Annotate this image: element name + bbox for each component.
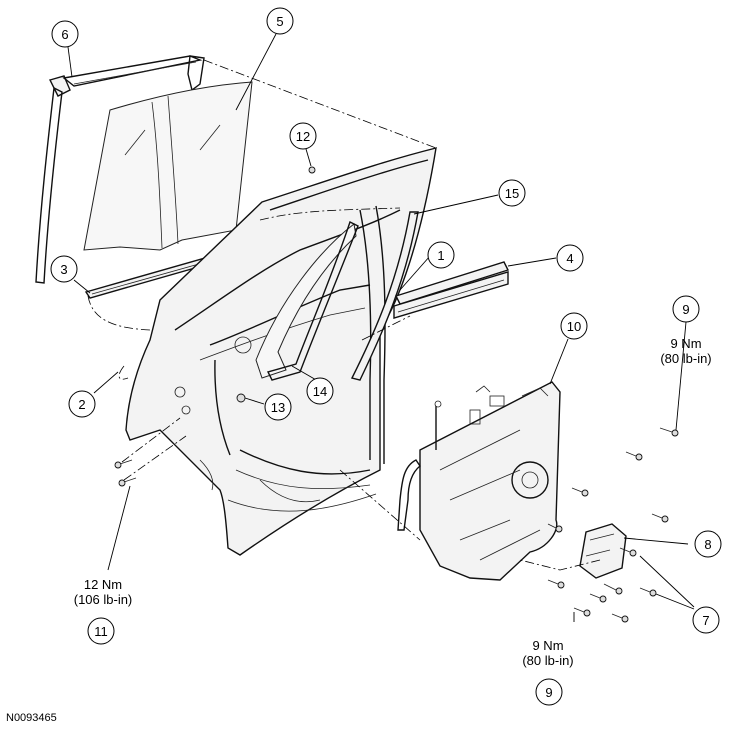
fastener-bolts [114,427,679,623]
callout-12: 12 [289,122,317,150]
svg-text:6: 6 [61,27,68,42]
svg-text:12 Nm: 12 Nm [84,577,122,592]
callout-10: 10 [560,312,588,340]
regulator-motor-part-8 [579,523,627,579]
callout-11: 11 [87,617,115,645]
callout-13: 13 [264,393,292,421]
bolt [571,487,589,497]
svg-text:4: 4 [566,251,573,266]
callout-9-top: 9 [672,295,700,323]
bolt [651,513,669,523]
svg-text:9 Nm: 9 Nm [670,336,701,351]
bolt [619,547,637,557]
callout-15: 14 [306,377,334,405]
bolt [603,583,623,595]
bolt [547,523,563,533]
callout-3: 3 [50,255,78,283]
callout-4: 4 [556,244,584,272]
bolt [547,579,565,589]
svg-text:14: 14 [313,384,327,399]
bolt [611,613,629,623]
rear-belt-molding-part-1 [395,261,509,305]
bolt [114,459,133,469]
svg-text:(80 lb-in): (80 lb-in) [660,351,711,366]
svg-text:(80 lb-in): (80 lb-in) [522,653,573,668]
svg-text:12: 12 [296,129,310,144]
svg-text:7: 7 [702,613,709,628]
bolt [589,593,607,603]
door-shell [125,147,437,556]
callout-6: 6 [51,20,79,48]
callout-5: 5 [266,7,294,35]
callout-7: 7 [692,606,720,634]
svg-text:10: 10 [567,319,581,334]
fixed-glass-part-15 [255,221,359,381]
figure-id: N0093465 [6,712,57,724]
svg-text:(106 lb-in): (106 lb-in) [74,592,133,607]
door-glass-part-5 [83,81,253,251]
division-bar-part-14 [350,211,419,381]
svg-text:5: 5 [276,14,283,29]
svg-text:8: 8 [704,537,711,552]
callout-9-bottom: 9 [535,678,563,706]
torque-spec-9-top: 9 Nm (80 lb-in) [660,336,711,366]
svg-text:9: 9 [545,685,552,700]
window-regulator-part-10 [397,381,561,581]
alignment-lines [87,59,601,571]
svg-text:13: 13 [271,400,285,415]
screw-part-12 [308,166,316,174]
callout-2: 2 [68,390,96,418]
torque-spec-11: 12 Nm (106 lb-in) [74,577,133,607]
glass-run-channel-part-6 [35,55,205,284]
leader-lines [67,33,695,622]
callout-1: 1 [427,241,455,269]
outer-belt-part-4 [393,271,509,319]
svg-text:2: 2 [78,397,85,412]
svg-text:9: 9 [682,302,689,317]
torque-spec-9-bottom: 9 Nm (80 lb-in) [522,638,573,668]
svg-text:3: 3 [60,262,67,277]
bolt [639,587,657,597]
clip-part-13 [236,393,246,403]
svg-text:15: 15 [505,186,519,201]
svg-text:11: 11 [94,624,108,639]
bolt [625,451,643,461]
bolt [659,427,679,437]
svg-text:9 Nm: 9 Nm [532,638,563,653]
callout-8: 8 [694,530,722,558]
callout-14: 15 [498,179,526,207]
svg-text:1: 1 [437,248,444,263]
bolt [118,477,137,487]
bolt [573,607,591,617]
